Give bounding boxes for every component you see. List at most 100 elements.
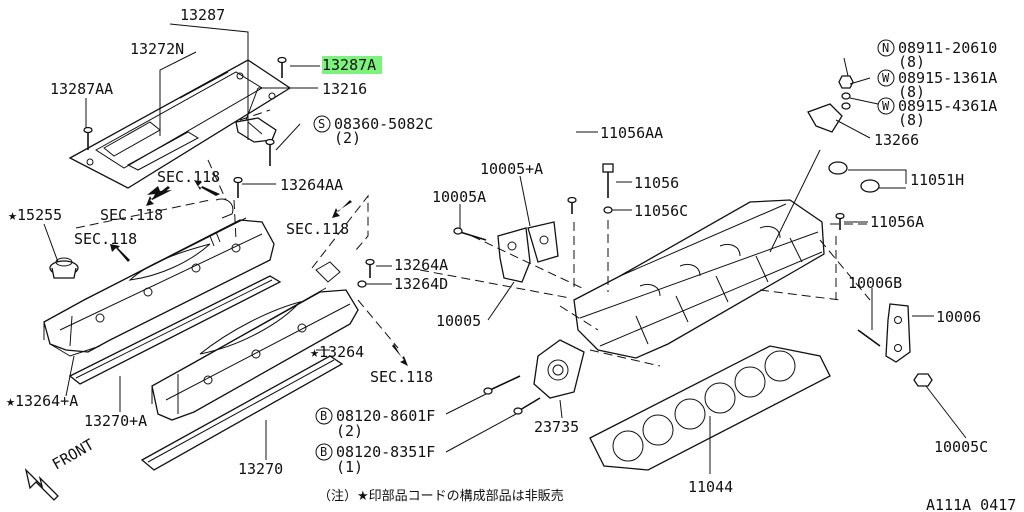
label-sec118-e: SEC.118 — [370, 368, 433, 386]
nut-10005C — [913, 373, 933, 387]
label-sec118-a: SEC.118 — [157, 168, 220, 186]
label-13287: 13287 — [180, 6, 225, 24]
label-sec118-c: SEC.118 — [74, 230, 137, 248]
label-13287AA: 13287AA — [50, 80, 113, 98]
label-08120-8601F-qty: (2) — [336, 422, 363, 440]
stud-10006B — [857, 329, 881, 347]
label-10005A: 10005A — [432, 188, 486, 206]
gasket-13270 — [140, 355, 344, 471]
label-08360-5082C: 08360-5082C — [334, 115, 433, 133]
bolt-13264AA — [233, 176, 243, 198]
diagram-id: A111A 0417 — [926, 496, 1016, 512]
direction-arrows — [24, 180, 408, 501]
part-labels: 13287 13272N 13287A 13287AA 13216 S 0836… — [6, 6, 1016, 512]
label-10006B: 10006B — [848, 274, 902, 292]
label-13264-A: ★13264+A — [6, 392, 78, 410]
symbol-w2-letter: W — [882, 99, 890, 113]
front-arrow — [24, 467, 59, 501]
cam-cover-ornament — [68, 59, 292, 189]
label-front: FRONT — [49, 435, 97, 473]
ornament-bolt-13287AA — [83, 126, 93, 150]
oil-filler-cap-15255 — [49, 257, 79, 279]
washer-08915-4361A — [841, 102, 851, 110]
bolt-08120-8601F — [483, 375, 521, 395]
symbol-w-1361 — [877, 69, 895, 87]
bolt-11056AA — [567, 196, 577, 214]
label-10005-A: 10005+A — [480, 160, 543, 178]
label-13287A[interactable]: 13287A — [322, 56, 376, 74]
symbol-w1-letter: W — [882, 71, 890, 85]
label-13266: 13266 — [874, 131, 919, 149]
footnote: （注）★印部品コードの構成部品は非販売 — [318, 488, 564, 504]
highlight-13287A — [322, 56, 382, 74]
label-11044: 11044 — [688, 478, 733, 496]
head-gasket-11044 — [589, 345, 831, 471]
washer-11056C — [603, 206, 613, 214]
label-11056: 11056 — [634, 174, 679, 192]
label-08911-20610: 08911-20610 — [898, 39, 997, 57]
label-11056AA: 11056AA — [600, 124, 663, 142]
bracket-13216 — [235, 117, 277, 143]
ornament-bolt-13287A — [277, 56, 287, 78]
sec118-arrow-e — [392, 344, 408, 366]
label-08360-qty: (2) — [334, 129, 361, 147]
bolt-10005A — [453, 227, 487, 241]
bracket-23735 — [533, 339, 585, 399]
sec118-arrow-b — [194, 180, 220, 196]
bolt-13264A — [365, 258, 375, 278]
label-08915-4361A-qty: (8) — [898, 111, 925, 129]
label-13264A: 13264A — [394, 256, 448, 274]
symbol-w-4361 — [877, 97, 895, 115]
washer-08915-1361A — [841, 92, 851, 100]
symbol-s-08360 — [313, 115, 331, 133]
nut-08911 — [838, 75, 854, 89]
label-08120-8601F: 08120-8601F — [336, 407, 435, 425]
bolt-11056A — [835, 212, 845, 230]
label-11051H: 11051H — [910, 171, 964, 189]
sec118-arrow-c — [110, 244, 130, 262]
label-08915-1361A: 08915-1361A — [898, 69, 997, 87]
label-11056A: 11056A — [870, 213, 924, 231]
sec118-arrow-a — [146, 186, 170, 206]
rocker-cover-rear — [151, 261, 359, 421]
label-15255: ★15255 — [8, 206, 62, 224]
plug-11051H — [828, 161, 880, 193]
label-13270: 13270 — [238, 460, 283, 478]
bracket-13266 — [807, 103, 843, 133]
cylinder-head — [573, 199, 825, 359]
screw-08360 — [265, 138, 275, 166]
symbol-n-08911 — [877, 39, 895, 57]
label-23735: 23735 — [534, 418, 579, 436]
symbol-n-letter: N — [882, 41, 889, 55]
sec118-arrow-d — [332, 200, 352, 218]
symbol-b-8351 — [315, 443, 333, 461]
rocker-cover-front — [43, 198, 275, 357]
label-sec118-b: SEC.118 — [100, 206, 163, 224]
bolt-11056 — [602, 163, 614, 198]
engine-slinger-10005 — [497, 221, 559, 283]
label-08911-qty: (8) — [898, 53, 925, 71]
symbol-b-8601 — [315, 407, 333, 425]
label-08120-8351F-qty: (1) — [336, 458, 363, 476]
label-10005: 10005 — [436, 312, 481, 330]
label-13272N: 13272N — [130, 40, 184, 58]
symbol-b1-letter: B — [320, 409, 327, 423]
label-08915-1361A-qty: (8) — [898, 83, 925, 101]
label-13264D: 13264D — [394, 275, 448, 293]
label-13270-A: 13270+A — [84, 412, 147, 430]
engine-slinger-10006 — [885, 303, 911, 363]
label-13264AA: 13264AA — [280, 176, 343, 194]
label-11056C: 11056C — [634, 202, 688, 220]
label-13264: ★13264 — [310, 343, 364, 361]
bolt-08120-8351F — [513, 397, 541, 415]
leader-lines — [43, 23, 967, 474]
gasket-13270-A — [68, 275, 282, 385]
label-10006: 10006 — [936, 308, 981, 326]
label-08120-8351F: 08120-8351F — [336, 443, 435, 461]
label-10005C: 10005C — [934, 438, 988, 456]
label-sec118-d: SEC.118 — [286, 220, 349, 238]
symbol-s-letter: S — [318, 117, 325, 131]
symbol-b2-letter: B — [320, 445, 327, 459]
label-08915-4361A: 08915-4361A — [898, 97, 997, 115]
